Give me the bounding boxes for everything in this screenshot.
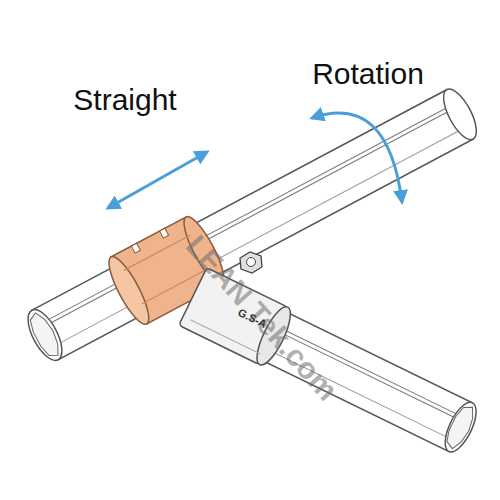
straight-arrow <box>108 152 207 208</box>
rotation-arrow <box>312 113 402 202</box>
motion-label: Straight <box>73 85 176 115</box>
hex-bolt <box>240 252 262 273</box>
motion-label: Rotation <box>312 59 424 89</box>
